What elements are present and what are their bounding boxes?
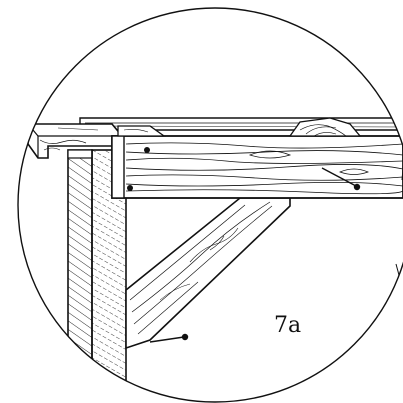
detail-circle: [17, 7, 403, 403]
diagonal-brace: [125, 197, 291, 350]
drawing-content: [27, 117, 403, 402]
left-post: [67, 149, 93, 402]
edge-curve: [395, 263, 403, 305]
detail-label: 7a: [274, 313, 301, 338]
nail-head: [181, 333, 189, 341]
nail-head: [353, 183, 361, 191]
roof-boards: [117, 117, 362, 137]
nail-shaft: [149, 336, 185, 343]
nail-shaft: [321, 167, 357, 187]
cap-board: [27, 123, 123, 159]
nail-dot: [127, 185, 133, 191]
nails: [127, 147, 361, 343]
nail-dot: [144, 147, 150, 153]
